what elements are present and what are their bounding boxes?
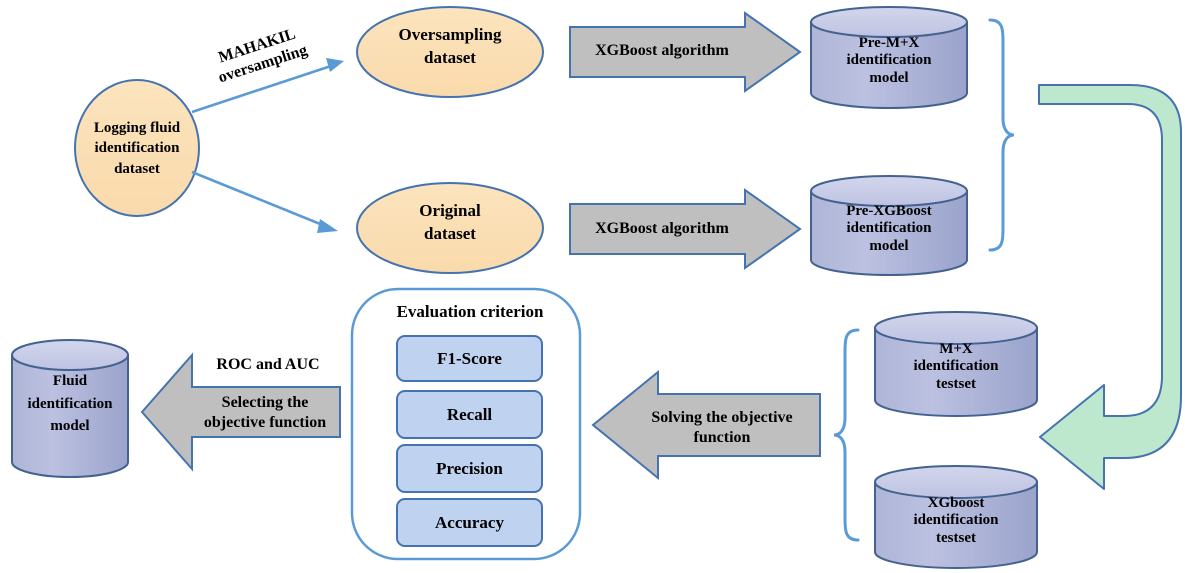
metric-precision: Precision xyxy=(396,444,543,493)
metric-f1-score: F1-Score xyxy=(396,335,543,382)
metric-recall: Recall xyxy=(396,390,543,439)
arrow-label-solving-objective: Solving the objective function xyxy=(651,409,793,446)
metric-accuracy: Accuracy xyxy=(396,498,543,547)
arrow-label-xgboost-bottom: XGBoost algorithm xyxy=(595,220,729,237)
arrow-label-roc-auc: ROC and AUC xyxy=(216,356,320,373)
connector-source-to-original xyxy=(191,170,338,233)
node-pre-xgboost-model-label: Pre-XGBoost identification model xyxy=(846,203,932,254)
node-xgboost-testset-label: XGboost identification testset xyxy=(913,495,999,546)
node-source-dataset-label: Logging fluid identification dataset xyxy=(93,120,181,177)
brace-models xyxy=(988,18,1015,252)
node-original-dataset-label: Original dataset xyxy=(419,201,481,243)
node-fluid-model-label: Fluid identification model xyxy=(27,373,113,434)
arrow-label-selecting-objective: Selecting the objective function xyxy=(203,394,327,431)
arrow-label-mahakil: MAHAKIL oversampling xyxy=(216,25,310,87)
node-pre-mx-model-label: Pre-M+X identification model xyxy=(846,35,932,86)
arrow-green-feedback xyxy=(1038,84,1182,490)
arrow-label-xgboost-top: XGBoost algorithm xyxy=(595,42,729,59)
node-oversampling-dataset-label: Oversampling dataset xyxy=(398,25,502,67)
node-mx-testset-label: M+X identification testset xyxy=(913,341,999,392)
brace-testsets xyxy=(833,328,860,542)
evaluation-criterion-title: Evaluation criterion xyxy=(396,302,544,321)
